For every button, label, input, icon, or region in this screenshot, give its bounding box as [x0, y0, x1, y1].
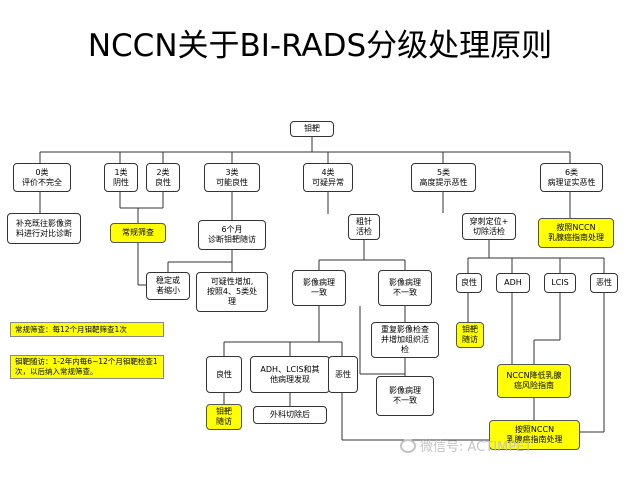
- node-nccn-risk-reduction: NCCN降低乳腺 癌风险指南: [497, 364, 571, 398]
- node-followup-left: 钼靶 随访: [206, 404, 242, 430]
- node-lcis-right: LCIS: [544, 273, 576, 293]
- note-mammography-followup: 钼靶随访：1-2年内每6~12个月钼靶检查1次，以后纳入常规筛查。: [10, 355, 164, 379]
- node-category-6: 6类 病理证实恶性: [540, 163, 603, 192]
- node-category-3: 3类 可能良性: [204, 163, 260, 192]
- node-stable-or-shrink: 稳定或 者缩小: [146, 272, 190, 300]
- node-after-excision: 外科切除后: [253, 406, 327, 424]
- node-6-month-followup: 6个月 诊断钼靶随访: [198, 220, 266, 250]
- node-concordant: 影像病理 一致: [292, 270, 346, 306]
- node-category-4: 4类 可疑异常: [303, 163, 353, 192]
- node-core-biopsy: 粗针 活检: [348, 214, 380, 240]
- node-category-2: 2类 良性: [146, 163, 180, 192]
- node-benign-left: 良性: [206, 356, 242, 393]
- watermark-text: 微信号: ACTIMPET: [420, 440, 533, 455]
- page-title: NCCN关于BI-RADS分级处理原则: [87, 28, 553, 64]
- node-benign-right: 良性: [456, 273, 482, 293]
- node-discordant-2: 影像病理 不一致: [376, 376, 434, 416]
- node-adh-right: ADH: [496, 273, 530, 293]
- node-discordant: 影像病理 不一致: [378, 270, 432, 306]
- note-routine-screening: 常规筛查：每12个月钼靶筛查1次: [10, 322, 164, 337]
- node-increased-suspicion: 可疑性增加, 按照4、5类处 理: [196, 272, 268, 312]
- wechat-icon: [400, 438, 416, 453]
- watermark: 微信号: ACTIMPET: [400, 436, 532, 455]
- node-prior-comparison: 补充既往影像资 料进行对比诊断: [7, 213, 81, 244]
- node-malignant-left: 恶性: [328, 356, 358, 393]
- node-mammography: 钼靶: [290, 121, 334, 137]
- node-routine-screening: 常规筛查: [110, 223, 166, 243]
- node-malignant-right: 恶性: [590, 273, 618, 293]
- node-nccn-guideline-bottom: 按照NCCN 乳腺癌指南处理: [489, 420, 580, 450]
- node-category-1: 1类 阴性: [104, 163, 138, 192]
- node-nccn-guideline-top: 按照NCCN 乳腺癌指南处理: [538, 218, 614, 248]
- node-category-5: 5类 高度提示恶性: [411, 163, 476, 192]
- node-category-0: 0类 评价不完全: [13, 163, 71, 192]
- node-followup-right: 钼靶 随访: [456, 322, 484, 348]
- node-localization-excision: 穿刺定位+ 切除活检: [462, 213, 516, 240]
- node-repeat-imaging: 重复影像检查 并增加组织活 检: [371, 322, 439, 358]
- node-adh-lcis-other: ADH、LCIS和其 他病理发现: [250, 356, 330, 393]
